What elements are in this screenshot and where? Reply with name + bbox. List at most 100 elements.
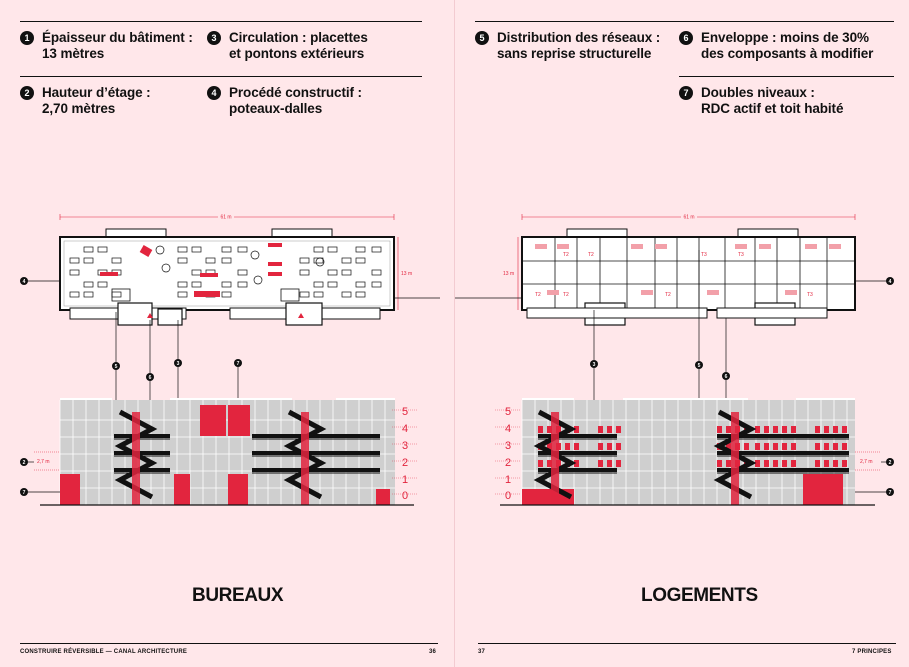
window-panel [833, 460, 838, 467]
level-number: 1 [402, 474, 408, 486]
window-panel [824, 460, 829, 467]
bedroom-fill [707, 290, 719, 295]
svg-text:5: 5 [698, 363, 701, 369]
desk [205, 257, 216, 264]
window-panel [842, 426, 847, 433]
principle-6: 6 Enveloppe : moins de 30%des composants… [679, 21, 894, 62]
svg-text:6: 6 [149, 375, 152, 381]
window-panel [547, 426, 552, 433]
bedroom-fill [785, 290, 797, 295]
apartment-type-label: T2 [665, 292, 671, 298]
level-number: 4 [402, 423, 408, 435]
window-panel [791, 460, 796, 467]
desk [371, 281, 382, 288]
principle-2: 2 Hauteur d’étage :2,70 mètres [20, 76, 235, 117]
floor-height-dimension: 2,7 m [855, 451, 881, 471]
slab-edge [717, 472, 849, 474]
slab-edge [252, 438, 380, 440]
desk [355, 281, 366, 288]
plan-length-label: 61 m [683, 215, 694, 221]
svg-text:7: 7 [23, 490, 26, 496]
desk [299, 291, 310, 298]
apartment-type-label: T3 [807, 292, 813, 298]
window-panel [815, 443, 820, 450]
apartment-type-label: T2 [588, 252, 594, 258]
principle-title: Hauteur d’étage : [42, 85, 151, 100]
page-number: 36 [429, 649, 437, 655]
level-number: 1 [505, 474, 511, 486]
meeting-table [315, 257, 325, 267]
window-panel [538, 460, 543, 467]
svg-text:4: 4 [23, 279, 26, 285]
principle-5: 5 Distribution des réseaux :sans reprise… [475, 21, 690, 62]
apartment-type-label: T3 [738, 252, 744, 258]
page-gutter [454, 0, 455, 667]
callout-7: 7 [886, 488, 894, 496]
window-panel [717, 426, 722, 433]
window-panel [824, 443, 829, 450]
meeting-table [155, 245, 165, 255]
desk [355, 246, 366, 253]
stair-core [731, 412, 739, 505]
floor-slab [717, 468, 849, 472]
bureaux-caption: BUREAUX [192, 585, 284, 606]
desk [177, 281, 188, 288]
slab-edge [252, 472, 380, 474]
slab-edge [538, 438, 617, 440]
desk [69, 269, 80, 276]
window-panel [764, 443, 769, 450]
window-panel [782, 443, 787, 450]
slab-edge [114, 472, 170, 474]
desk [83, 246, 94, 253]
desk [191, 281, 202, 288]
desk [355, 291, 366, 298]
window-panel [764, 426, 769, 433]
floor-height-label: 2,7 m [860, 459, 873, 465]
svg-text:5: 5 [115, 364, 118, 370]
desk [111, 257, 122, 264]
level-number: 2 [402, 457, 408, 469]
floor-slab [252, 468, 380, 472]
desk [97, 281, 108, 288]
principle-value: des composants à modifier [701, 46, 874, 61]
desk [221, 246, 232, 253]
office-drawings: 61 m 13 m [20, 213, 440, 506]
desk [191, 246, 202, 253]
principle-rule [207, 21, 422, 22]
footer-rule [20, 643, 438, 644]
svg-text:7: 7 [237, 361, 240, 367]
principle-number: 1 [20, 31, 34, 45]
window-panel [717, 460, 722, 467]
desk [327, 281, 338, 288]
principle-rule [679, 76, 894, 77]
slab-edge [717, 438, 849, 440]
floor-slab [538, 434, 617, 438]
window-panel [598, 426, 603, 433]
floor-slab [252, 434, 380, 438]
callout-4: 4 [20, 277, 28, 285]
slab-edge [717, 455, 849, 457]
apartment-type-label: T3 [701, 252, 707, 258]
window-panel [726, 443, 731, 450]
principle-1: 1 Épaisseur du bâtiment :13 mètres [20, 21, 235, 62]
desk [83, 281, 94, 288]
window-panel [726, 460, 731, 467]
window-panel [616, 460, 621, 467]
plan-depth-dimension: 13 m [397, 237, 412, 310]
desk [177, 246, 188, 253]
bedroom-fill [631, 244, 643, 249]
window-panel [598, 460, 603, 467]
principle-title: Circulation : placettes [229, 30, 368, 45]
window-panel [616, 426, 621, 433]
window-panel [815, 460, 820, 467]
plan-depth-label: 13 m [401, 271, 412, 277]
window-panel [726, 426, 731, 433]
floor-slab [252, 451, 380, 455]
slab-edge [114, 438, 170, 440]
callout-2: 2 [20, 458, 28, 466]
meeting-table [253, 275, 263, 285]
slab-edge [538, 472, 617, 474]
desk [69, 291, 80, 298]
